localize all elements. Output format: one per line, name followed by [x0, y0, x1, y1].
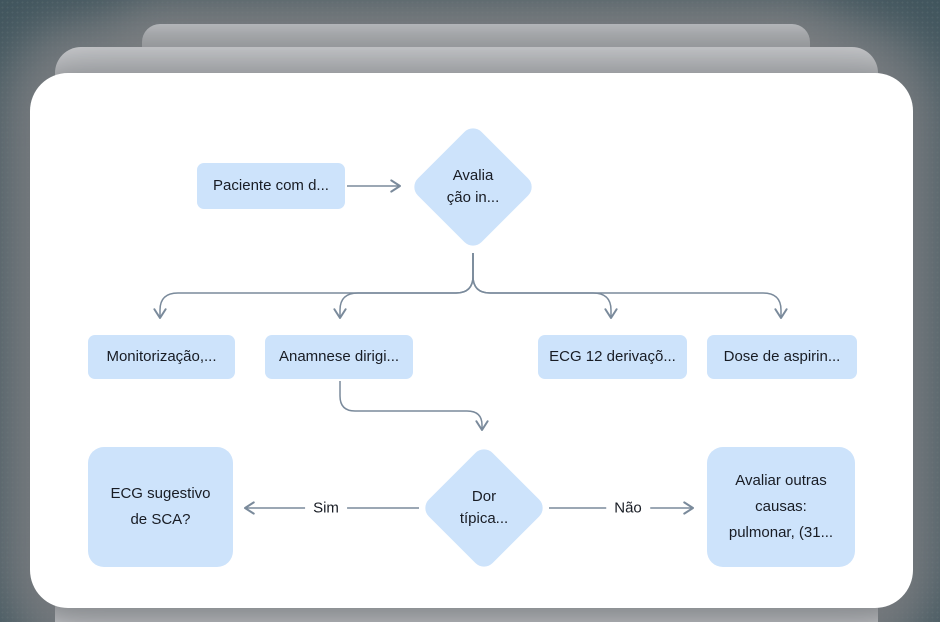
label-line: ção in...: [446, 189, 500, 206]
label-line: Dor: [471, 488, 497, 505]
label-line: de SCA?: [130, 511, 191, 528]
node-ecg-suggestive-sca[interactable]: ECG sugestivo de SCA?: [88, 447, 233, 567]
node-initial-assessment-label: Avalia ção in...: [408, 165, 538, 209]
label-line: típica...: [459, 510, 509, 527]
node-monitoring[interactable]: Monitorização,...: [88, 335, 235, 379]
label-line: pulmonar, (31...: [728, 524, 834, 541]
node-aspirin-dose[interactable]: Dose de aspirin...: [707, 335, 857, 379]
label-line: ECG sugestivo: [110, 485, 211, 502]
node-patient[interactable]: Paciente com d...: [197, 163, 345, 209]
label-line: Avalia: [452, 167, 494, 184]
node-anamnesis[interactable]: Anamnese dirigi...: [265, 335, 413, 379]
edge-label-sim: Sim: [305, 498, 347, 518]
edge-label-nao: Não: [606, 498, 650, 518]
node-other-causes[interactable]: Avaliar outras causas: pulmonar, (31...: [707, 447, 855, 567]
label-line: Avaliar outras: [735, 472, 827, 489]
node-typical-pain-label: Dor típica...: [419, 486, 549, 530]
node-ecg-12-lead[interactable]: ECG 12 derivaçõ...: [538, 335, 687, 379]
label-line: causas:: [755, 498, 807, 515]
